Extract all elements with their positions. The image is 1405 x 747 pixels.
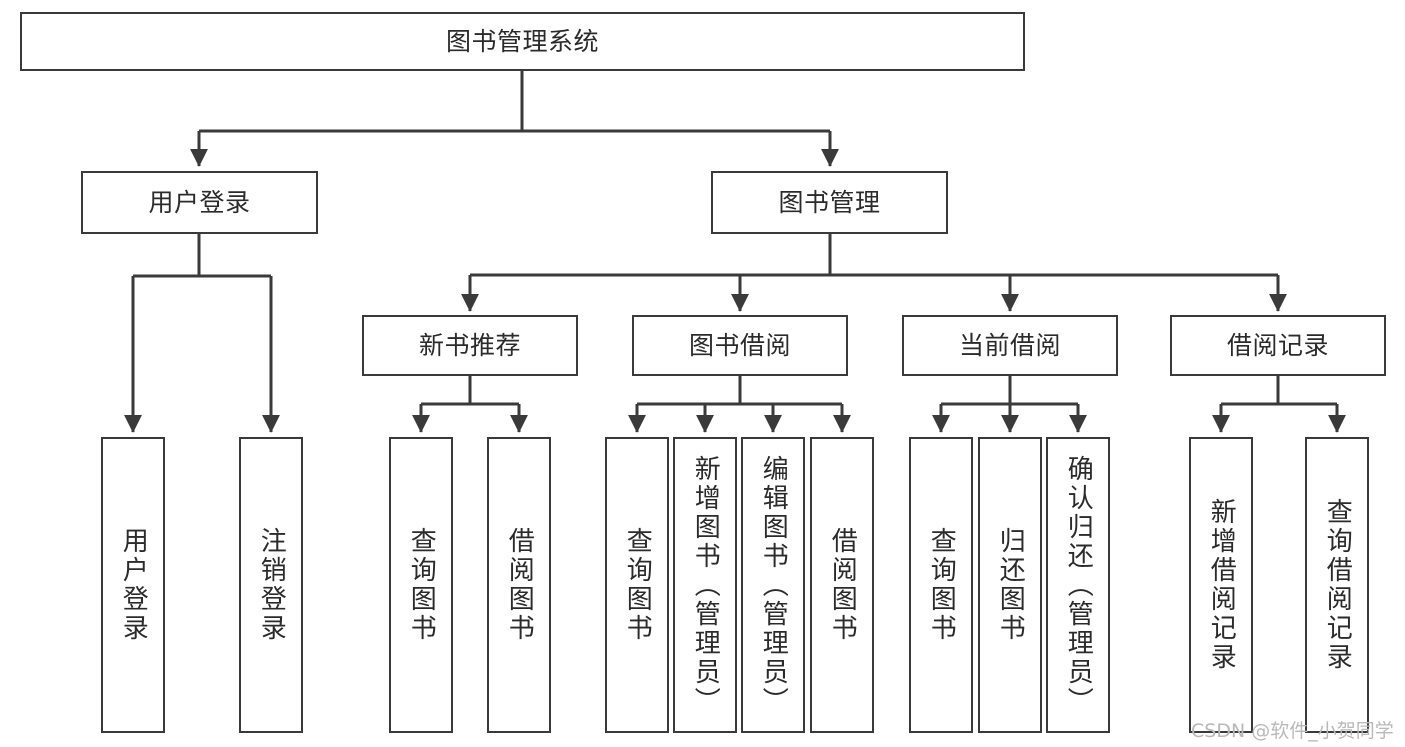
node-label: 图书借阅 <box>688 330 791 360</box>
node-label: 查询图书 <box>622 527 653 643</box>
node-label: 图书管理 <box>778 187 881 217</box>
node-label: 查询图书 <box>406 527 437 643</box>
node-book-management-system[interactable]: 图书管理系统 <box>20 12 1025 71</box>
leaf-borrow-book-borrow[interactable]: 借阅图书 <box>810 437 874 733</box>
leaf-add-book-admin[interactable]: 新增图书（管理员） <box>673 437 737 733</box>
node-new-book-recommend[interactable]: 新书推荐 <box>362 315 578 376</box>
node-label: 借阅图书 <box>827 527 858 643</box>
leaf-query-borrow-record[interactable]: 查询借阅记录 <box>1305 437 1369 733</box>
node-label: 新增图书（管理员） <box>690 454 721 716</box>
leaf-logout-login[interactable]: 注销登录 <box>239 437 303 733</box>
csdn-watermark: CSDN @软件_小贺同学 <box>1191 720 1394 742</box>
node-label: 注销登录 <box>256 527 287 643</box>
node-book-borrow[interactable]: 图书借阅 <box>632 315 848 376</box>
node-label: 当前借阅 <box>958 330 1061 360</box>
node-label: 确认归还（管理员） <box>1063 454 1094 716</box>
node-label: 查询借阅记录 <box>1322 498 1353 672</box>
node-label: 查询图书 <box>926 527 957 643</box>
leaf-query-book-current[interactable]: 查询图书 <box>909 437 973 733</box>
node-label: 用户登录 <box>118 527 149 643</box>
node-label: 借阅图书 <box>504 527 535 643</box>
node-label: 图书管理系统 <box>445 26 599 56</box>
node-label: 新增借阅记录 <box>1206 498 1237 672</box>
leaf-user-login[interactable]: 用户登录 <box>101 437 165 733</box>
node-label: 编辑图书（管理员） <box>758 454 789 716</box>
node-label: 归还图书 <box>995 527 1026 643</box>
leaf-edit-book-admin[interactable]: 编辑图书（管理员） <box>741 437 805 733</box>
leaf-return-book[interactable]: 归还图书 <box>978 437 1042 733</box>
node-user-login[interactable]: 用户登录 <box>81 171 318 234</box>
leaf-confirm-return-admin[interactable]: 确认归还（管理员） <box>1046 437 1110 733</box>
node-label: 新书推荐 <box>418 330 521 360</box>
node-current-borrow[interactable]: 当前借阅 <box>902 315 1118 376</box>
node-label: 借阅记录 <box>1226 330 1329 360</box>
leaf-query-book-new[interactable]: 查询图书 <box>389 437 453 733</box>
leaf-add-borrow-record[interactable]: 新增借阅记录 <box>1189 437 1253 733</box>
leaf-query-book-borrow[interactable]: 查询图书 <box>605 437 669 733</box>
node-label: 用户登录 <box>148 187 251 217</box>
leaf-borrow-book-new[interactable]: 借阅图书 <box>487 437 551 733</box>
node-book-management[interactable]: 图书管理 <box>711 171 948 234</box>
node-borrow-record[interactable]: 借阅记录 <box>1170 315 1386 376</box>
